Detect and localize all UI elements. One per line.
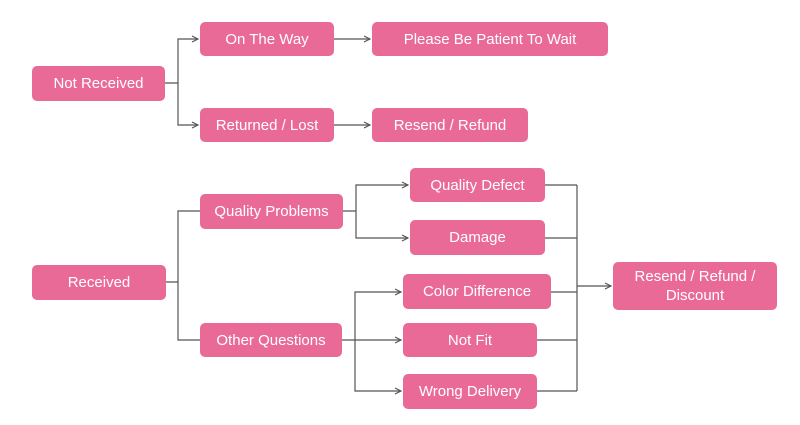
connector-not-received-to-returned-lost [177, 83, 198, 125]
connector-received-to-other-questions [177, 282, 200, 341]
connector-other-questions-to-wrong-delivery [354, 340, 401, 391]
node-color-difference: Color Difference [403, 274, 551, 309]
node-quality-defect: Quality Defect [410, 168, 545, 202]
node-other-questions: Other Questions [200, 323, 342, 357]
node-wrong-delivery: Wrong Delivery [403, 374, 537, 409]
connector-received-to-quality-problems [166, 210, 200, 283]
node-resend-refund-discount: Resend / Refund / Discount [613, 262, 777, 310]
node-resend-refund: Resend / Refund [372, 108, 528, 142]
node-received: Received [32, 265, 166, 300]
node-returned-lost: Returned / Lost [200, 108, 334, 142]
node-quality-problems: Quality Problems [200, 194, 343, 229]
connector-quality-problems-to-damage [355, 211, 408, 238]
node-on-the-way: On The Way [200, 22, 334, 56]
node-not-received: Not Received [32, 66, 165, 101]
connector-quality-problems-to-quality-defect [343, 185, 408, 212]
node-not-fit: Not Fit [403, 323, 537, 357]
connector-not-received-to-on-the-way [165, 39, 198, 84]
connector-other-questions-to-color-difference [354, 292, 401, 340]
node-please-be-patient-to-wait: Please Be Patient To Wait [372, 22, 608, 56]
node-damage: Damage [410, 220, 545, 255]
